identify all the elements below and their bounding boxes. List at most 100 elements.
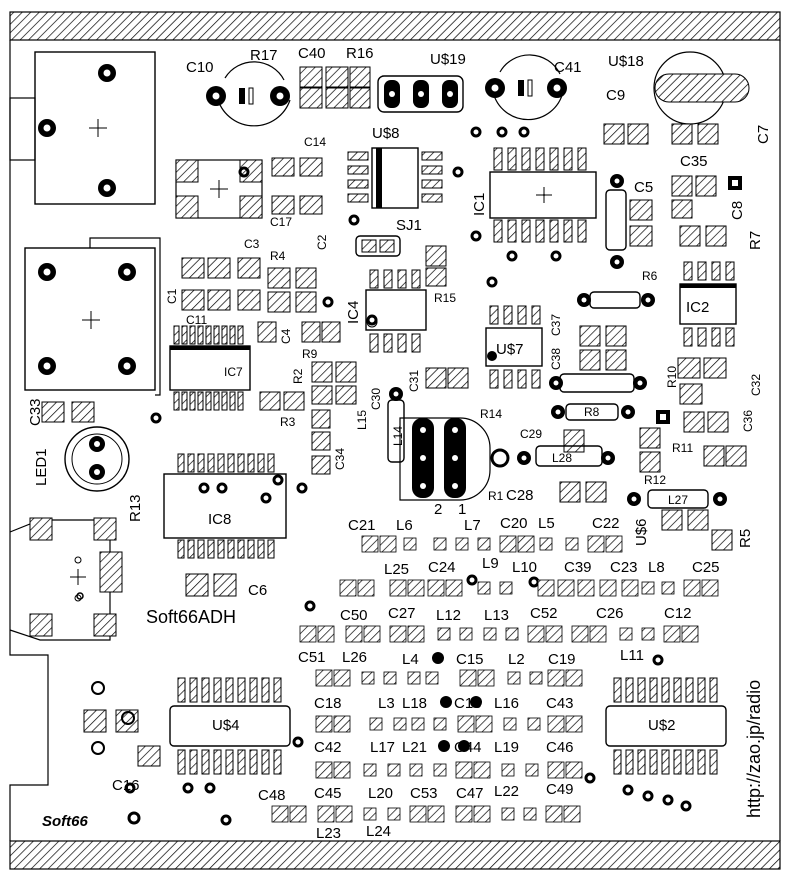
board-url: http://zao.jp/radio [744,680,764,818]
label-c23: C23 [610,559,638,576]
label-c21: C21 [348,517,376,534]
label-c43: C43 [546,695,574,712]
label-l15: L15 [355,410,369,430]
label-l28: L28 [552,451,572,465]
label-c48: C48 [258,787,286,804]
label-c10: C10 [186,59,214,76]
label-r11: R11 [672,441,693,455]
label-c19: C19 [548,651,576,668]
label-c46: C46 [546,739,574,756]
label-r10: R10 [665,366,679,388]
label-c34: C34 [333,448,347,470]
label-c25: C25 [692,559,720,576]
label-c29: C29 [520,427,542,441]
label-c2: C2 [315,234,329,250]
label-c36: C36 [741,410,755,432]
label-l13: L13 [484,607,509,624]
label-c31: C31 [407,370,421,392]
label-r3: R3 [280,415,296,429]
label-l12: L12 [436,607,461,624]
label-c53: C53 [410,785,438,802]
label-c16: C16 [112,777,140,794]
filter-smd-rows [271,535,719,823]
label-c18: C18 [314,695,342,712]
label-r13: R13 [127,494,144,522]
label-c49: C49 [546,781,574,798]
label-c28: C28 [506,487,534,504]
label-c6: C6 [248,582,267,599]
label-r17: R17 [250,47,278,64]
label-r14: R14 [480,407,502,421]
label-l23: L23 [316,825,341,842]
label-l8: L8 [648,559,665,576]
label-r16: R16 [346,45,374,62]
label-c40: C40 [298,45,326,62]
label-r4: R4 [270,249,286,263]
label-c51: C51 [298,649,326,666]
label-l6: L6 [396,517,413,534]
rf-connector [24,237,161,396]
label-c44: C44 [454,739,482,756]
label-c37: C37 [549,314,563,336]
label-c15: C15 [456,651,484,668]
label-ic8: IC8 [208,511,231,528]
label-c11: C11 [186,313,207,327]
label-l3: L3 [378,695,395,712]
ic-packages [163,147,737,775]
label-c12: C12 [664,605,692,622]
label-u7: U$7 [496,341,524,358]
label-c32: C32 [749,374,763,396]
label-l26: L26 [342,649,367,666]
label-l25: L25 [384,561,409,578]
label-ic4: IC4 [345,301,362,324]
label-c8: C8 [729,201,746,220]
label-led1: LED1 [33,448,50,486]
label-l11: L11 [620,647,644,664]
brand-logo: Soft66 [42,813,89,830]
label-l10: L10 [512,559,537,576]
label-l14: L14 [391,426,405,446]
vias [76,126,692,826]
label-r1: R1 [488,489,504,503]
filled-vias [432,652,482,752]
label-c50: C50 [340,607,368,624]
pin-header [399,417,510,501]
label-c9: C9 [606,87,625,104]
label-r5: R5 [737,529,754,548]
label-c45: C45 [314,785,342,802]
label-c27: C27 [388,605,416,622]
label-l17: L17 [370,739,395,756]
label-c41: C41 [554,59,582,76]
label-r2: R2 [291,368,305,384]
dc-jack-connector [9,51,156,205]
component-labels: C10 R17 C40 R16 U$19 C41 U$18 C9 C7 C14 … [27,45,772,842]
label-l19: L19 [494,739,519,756]
label-c42: C42 [314,739,342,756]
label-c47: C47 [456,785,484,802]
label-c38: C38 [549,348,563,370]
label-l18: L18 [402,695,427,712]
label-sj1: SJ1 [396,217,422,234]
label-pin2: 2 [434,501,442,518]
inductor-footprint [175,159,263,219]
label-c5: C5 [634,179,653,196]
label-c22: C22 [592,515,620,532]
label-u18: U$18 [608,53,644,70]
label-r12: R12 [644,473,666,487]
label-l9: L9 [482,555,499,572]
label-l7: L7 [464,517,481,534]
label-c33: C33 [27,398,44,426]
through-hole-pads [389,174,742,506]
label-c4: C4 [279,328,293,344]
crystal-u18 [653,51,750,125]
led1 [64,426,130,492]
board-rails [9,11,781,870]
label-r8: R8 [584,405,600,419]
label-pin1: 1 [458,501,466,518]
label-c52: C52 [530,605,558,622]
label-l16: L16 [494,695,519,712]
label-u2: U$2 [648,717,676,734]
label-l5: L5 [538,515,555,532]
cap-c41 [485,54,567,121]
